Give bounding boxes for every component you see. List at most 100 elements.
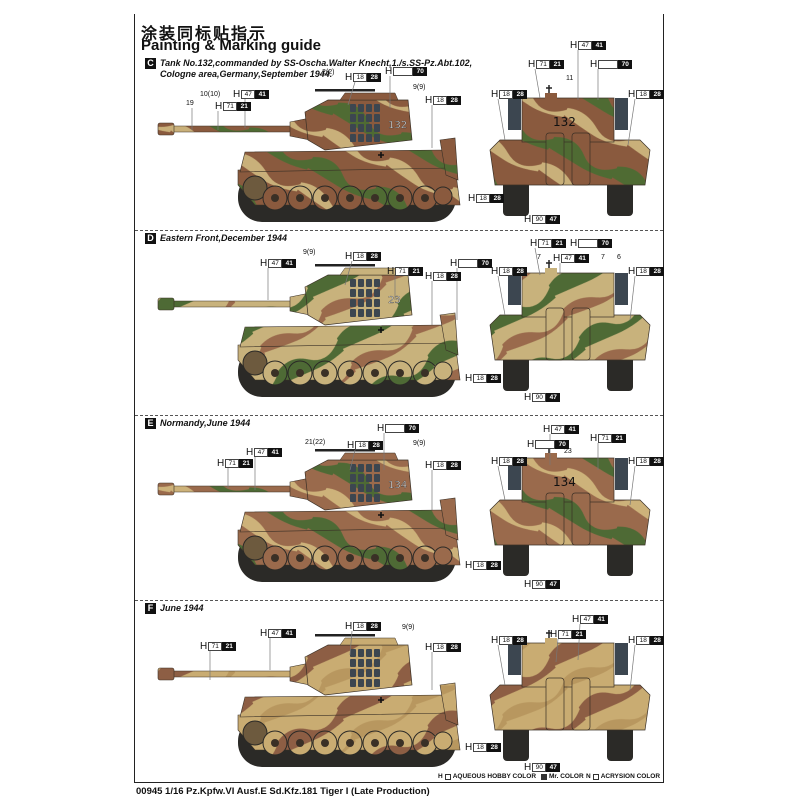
mr-color-code: 28 (447, 96, 462, 105)
hull-upper (239, 149, 451, 173)
spare-track-link (366, 494, 372, 502)
hatch (545, 453, 557, 459)
wheel-hub (421, 369, 429, 377)
hobby-prefix: H (215, 101, 223, 112)
hobby-color-code: 18 (473, 374, 488, 383)
stowage-left (508, 458, 521, 490)
track-left (503, 178, 529, 216)
decal-number: 2(2) (322, 69, 335, 76)
panel-divider (135, 415, 663, 416)
decal-number: 9(9) (413, 84, 426, 91)
stowage-right (615, 643, 628, 675)
gun-barrel (169, 485, 311, 493)
track-right (607, 538, 633, 576)
sprocket (242, 175, 268, 201)
scheme-letter: C (145, 58, 156, 69)
mr-color-code: 21 (409, 267, 424, 276)
wheel-hub (396, 739, 404, 747)
spare-track-link (350, 124, 356, 132)
hobby-color-code: 47 (241, 90, 256, 99)
hobby-prefix: H (524, 762, 532, 773)
hobby-color-code: 18 (433, 461, 448, 470)
spare-track-link (366, 104, 372, 112)
spare-track-link (374, 464, 380, 472)
leader-line (629, 275, 636, 321)
spare-track-link (358, 494, 364, 502)
spare-track-link (374, 474, 380, 482)
spare-track-link (358, 299, 364, 307)
mr-color-code: 21 (572, 630, 587, 639)
spare-track-link (366, 114, 372, 122)
spare-track-link (350, 484, 356, 492)
spare-track-link (358, 114, 364, 122)
leader-line (629, 644, 636, 691)
leader-line (627, 98, 636, 146)
side-view-tank: 23 (157, 264, 461, 397)
sprocket (242, 535, 268, 561)
legend-aqueous: H AQUEOUS HOBBY COLOR (438, 773, 536, 780)
spare-track-link (350, 679, 356, 687)
mr-color-code: 47 (546, 393, 561, 402)
hobby-prefix: H (570, 238, 578, 249)
legend-swatch (592, 773, 599, 780)
hobby-prefix: H (425, 460, 433, 471)
wheel-hub (296, 369, 304, 377)
hobby-color-code (385, 424, 406, 433)
track-left (503, 723, 529, 761)
spare-track-link (374, 309, 380, 317)
leader-line (534, 247, 541, 276)
decal-number: 11 (566, 75, 574, 82)
spare-track-link (374, 104, 380, 112)
hobby-color-code: 18 (353, 622, 368, 631)
scheme-title: Cologne area,Germany,September 1944. (160, 69, 333, 79)
machine-gun (315, 89, 375, 92)
hobby-color-code (393, 67, 414, 76)
hatch (545, 638, 557, 644)
muzzle-brake (157, 667, 175, 681)
idler-wheel (433, 186, 453, 206)
wheel-hub (346, 194, 354, 202)
mr-color-code: 28 (367, 622, 382, 631)
decal-number: 6 (617, 254, 621, 261)
spare-track-link (374, 679, 380, 687)
antenna-mount (546, 85, 552, 93)
wheel-hub (371, 739, 379, 747)
exhaust-pipe (545, 307, 565, 361)
rear-view-tank (489, 260, 651, 391)
hobby-color-code: 18 (473, 561, 488, 570)
scheme-title: June 1944 (160, 603, 204, 613)
hobby-prefix: H (468, 193, 476, 204)
wheel-hub (296, 554, 304, 562)
legend-swatch (541, 773, 547, 780)
scheme-title: Tank No.132,commanded by SS-Oscha.Walter… (160, 58, 473, 68)
rear-turret (521, 642, 615, 688)
hobby-color-code: 71 (558, 630, 573, 639)
cupola (339, 452, 399, 461)
idler-wheel (433, 361, 453, 381)
decal-number: 9(9) (303, 249, 316, 256)
hobby-color-code: 71 (536, 60, 551, 69)
hobby-prefix: H (524, 392, 532, 403)
wheel-hub (271, 739, 279, 747)
mr-color-code: 28 (367, 73, 382, 82)
rear-turret (521, 97, 615, 143)
hobby-prefix: H (628, 456, 636, 467)
mr-color-code: 21 (222, 642, 237, 651)
hobby-prefix: H (550, 629, 558, 640)
scheme-title: Normandy,June 1944 (160, 418, 251, 428)
mr-color-code: 28 (513, 636, 528, 645)
